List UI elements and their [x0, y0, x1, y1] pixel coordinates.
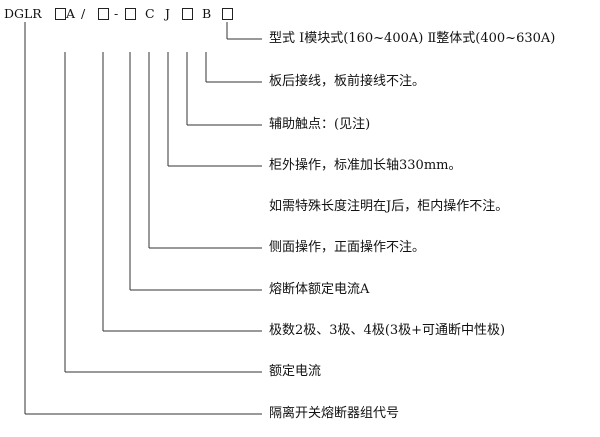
- note-aux: 辅助触点：(见注): [269, 117, 371, 132]
- note-side: 侧面操作，正面操作不注。: [269, 240, 426, 255]
- code-box-fuse-current: [125, 8, 136, 20]
- code-c: C: [145, 6, 155, 21]
- note-cabinet-ext: 柜外操作，标准加长轴330mm。: [269, 158, 462, 173]
- code-box-poles: [98, 8, 109, 20]
- code-box-rated-current: [55, 8, 66, 20]
- note-group-code: 隔离开关熔断器组代号: [269, 406, 400, 421]
- note-rated-current: 额定电流: [269, 364, 322, 379]
- code-box-model: [222, 8, 233, 20]
- note-fuse-current: 熔断体额定电流A: [269, 282, 370, 297]
- code-a: A: [66, 6, 76, 21]
- code-dash: -: [114, 6, 119, 21]
- code-slash: /: [81, 6, 86, 21]
- note-model: 型式 Ⅰ模块式(160~400A) Ⅱ整体式(400~630A): [269, 31, 556, 46]
- code-prefix: DGLR: [4, 6, 42, 21]
- code-box-aux: [182, 8, 193, 20]
- note-board: 板后接线，板前接线不注。: [269, 74, 426, 89]
- code-j: J: [165, 6, 171, 21]
- note-special-length: 如需特殊长度注明在J后，柜内操作不注。: [269, 199, 509, 214]
- note-poles: 极数2极、3极、4极(3极+可通断中性极): [269, 323, 506, 338]
- code-b: B: [202, 6, 212, 21]
